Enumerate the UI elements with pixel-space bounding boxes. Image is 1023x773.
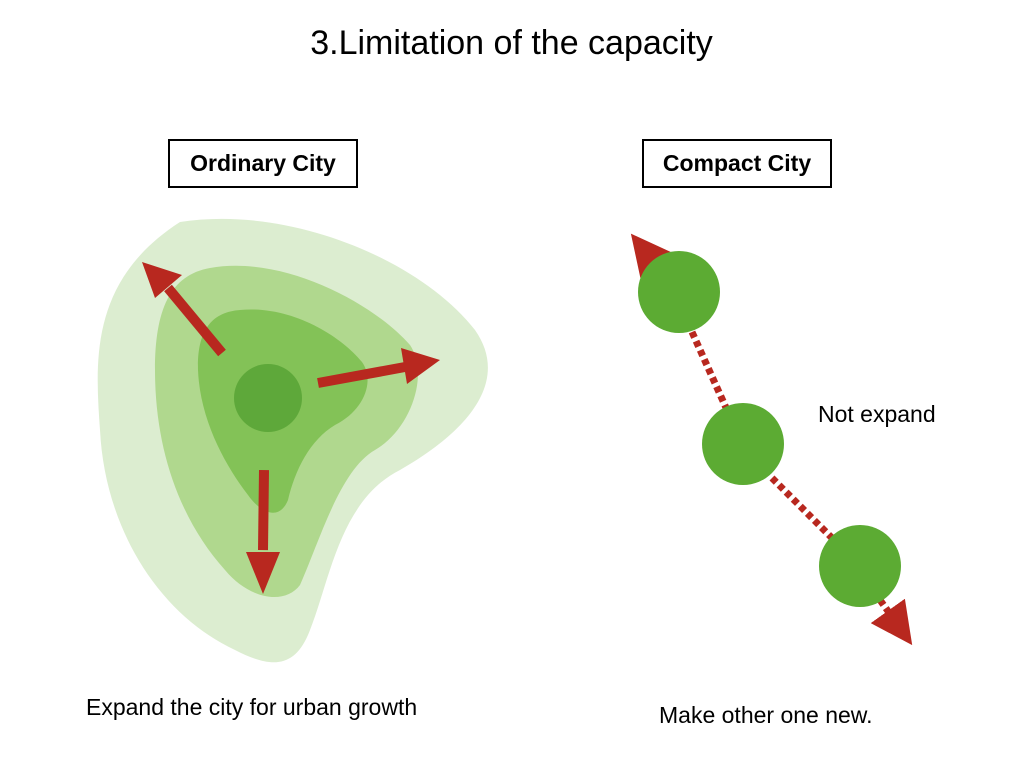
- dotted-link-lower: [769, 475, 835, 541]
- expansion-arrow-east: [317, 348, 440, 388]
- ordinary-city-caption: Expand the city for urban growth: [86, 694, 418, 720]
- compact-city-label: Compact City: [642, 139, 832, 188]
- compact-node-3: [819, 525, 901, 607]
- compact-node-2: [702, 403, 784, 485]
- page-title: 3.Limitation of the capacity: [310, 24, 713, 62]
- dotted-link-middle: [688, 330, 731, 412]
- compact-city-caption: Make other one new.: [659, 702, 873, 728]
- city-core: [234, 364, 302, 432]
- ordinary-city-label: Ordinary City: [168, 139, 358, 188]
- expansion-arrow-northwest: [142, 262, 226, 357]
- compact-city-diagram: [630, 233, 913, 646]
- dotted-link-bottom: [870, 597, 913, 646]
- ordinary-city-diagram: [97, 218, 488, 663]
- not-expand-annotation: Not expand: [818, 401, 936, 427]
- expansion-arrow-south: [246, 469, 280, 594]
- compact-node-1: [638, 251, 720, 333]
